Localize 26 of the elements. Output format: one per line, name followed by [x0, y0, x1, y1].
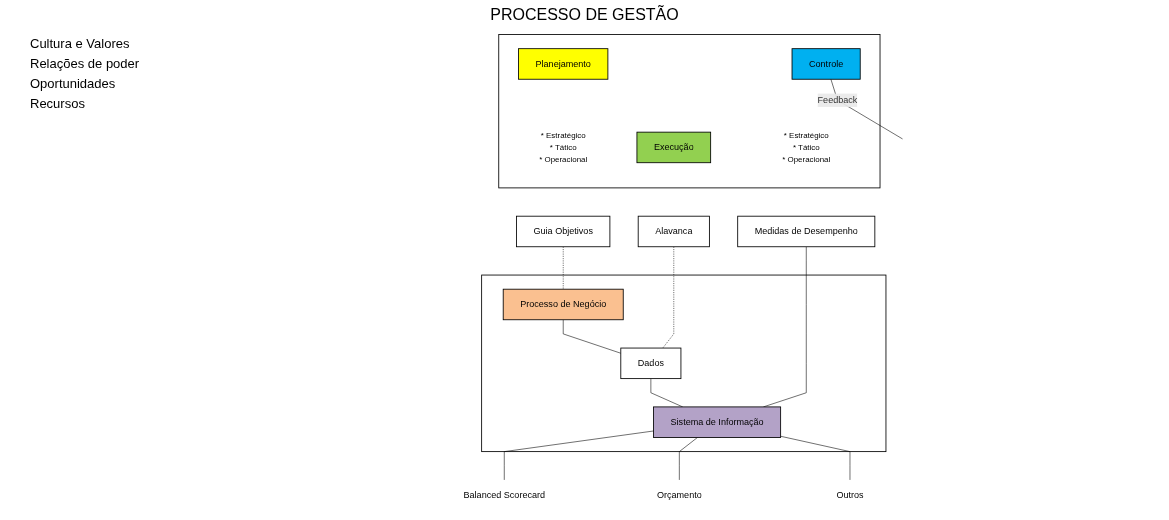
diagram-title: PROCESSO DE GESTÃO [489, 6, 680, 24]
node-box: Dados [620, 347, 682, 380]
node-box: Guia Objetivos [515, 215, 611, 248]
factor-label: Recursos [30, 95, 85, 113]
node-box: Controle [791, 48, 861, 80]
node-box: Execução [636, 131, 711, 164]
node-text: Balanced Scorecard [463, 490, 545, 500]
factor-label: Oportunidades [30, 75, 116, 93]
edge-label: Feedback [817, 95, 858, 105]
cluster [481, 274, 887, 453]
node-box: Processo de Negócio [502, 288, 624, 321]
connector [562, 319, 621, 354]
node-box: Medidas de Desempenho [737, 215, 876, 248]
node-text: Orçamento [656, 490, 702, 500]
node-box: Planejamento [517, 48, 609, 80]
connector [503, 430, 654, 481]
connector [780, 435, 851, 481]
factor-label: Cultura e Valores [30, 35, 130, 53]
connector [678, 437, 698, 481]
node-box: Alavanca [637, 215, 710, 248]
node-text: Outros [836, 490, 864, 500]
cluster [498, 34, 881, 189]
factor-label: Relações de poder [30, 55, 140, 73]
connector [662, 246, 674, 349]
node-box: Sistema de Informação [653, 406, 781, 438]
connector [562, 246, 564, 290]
